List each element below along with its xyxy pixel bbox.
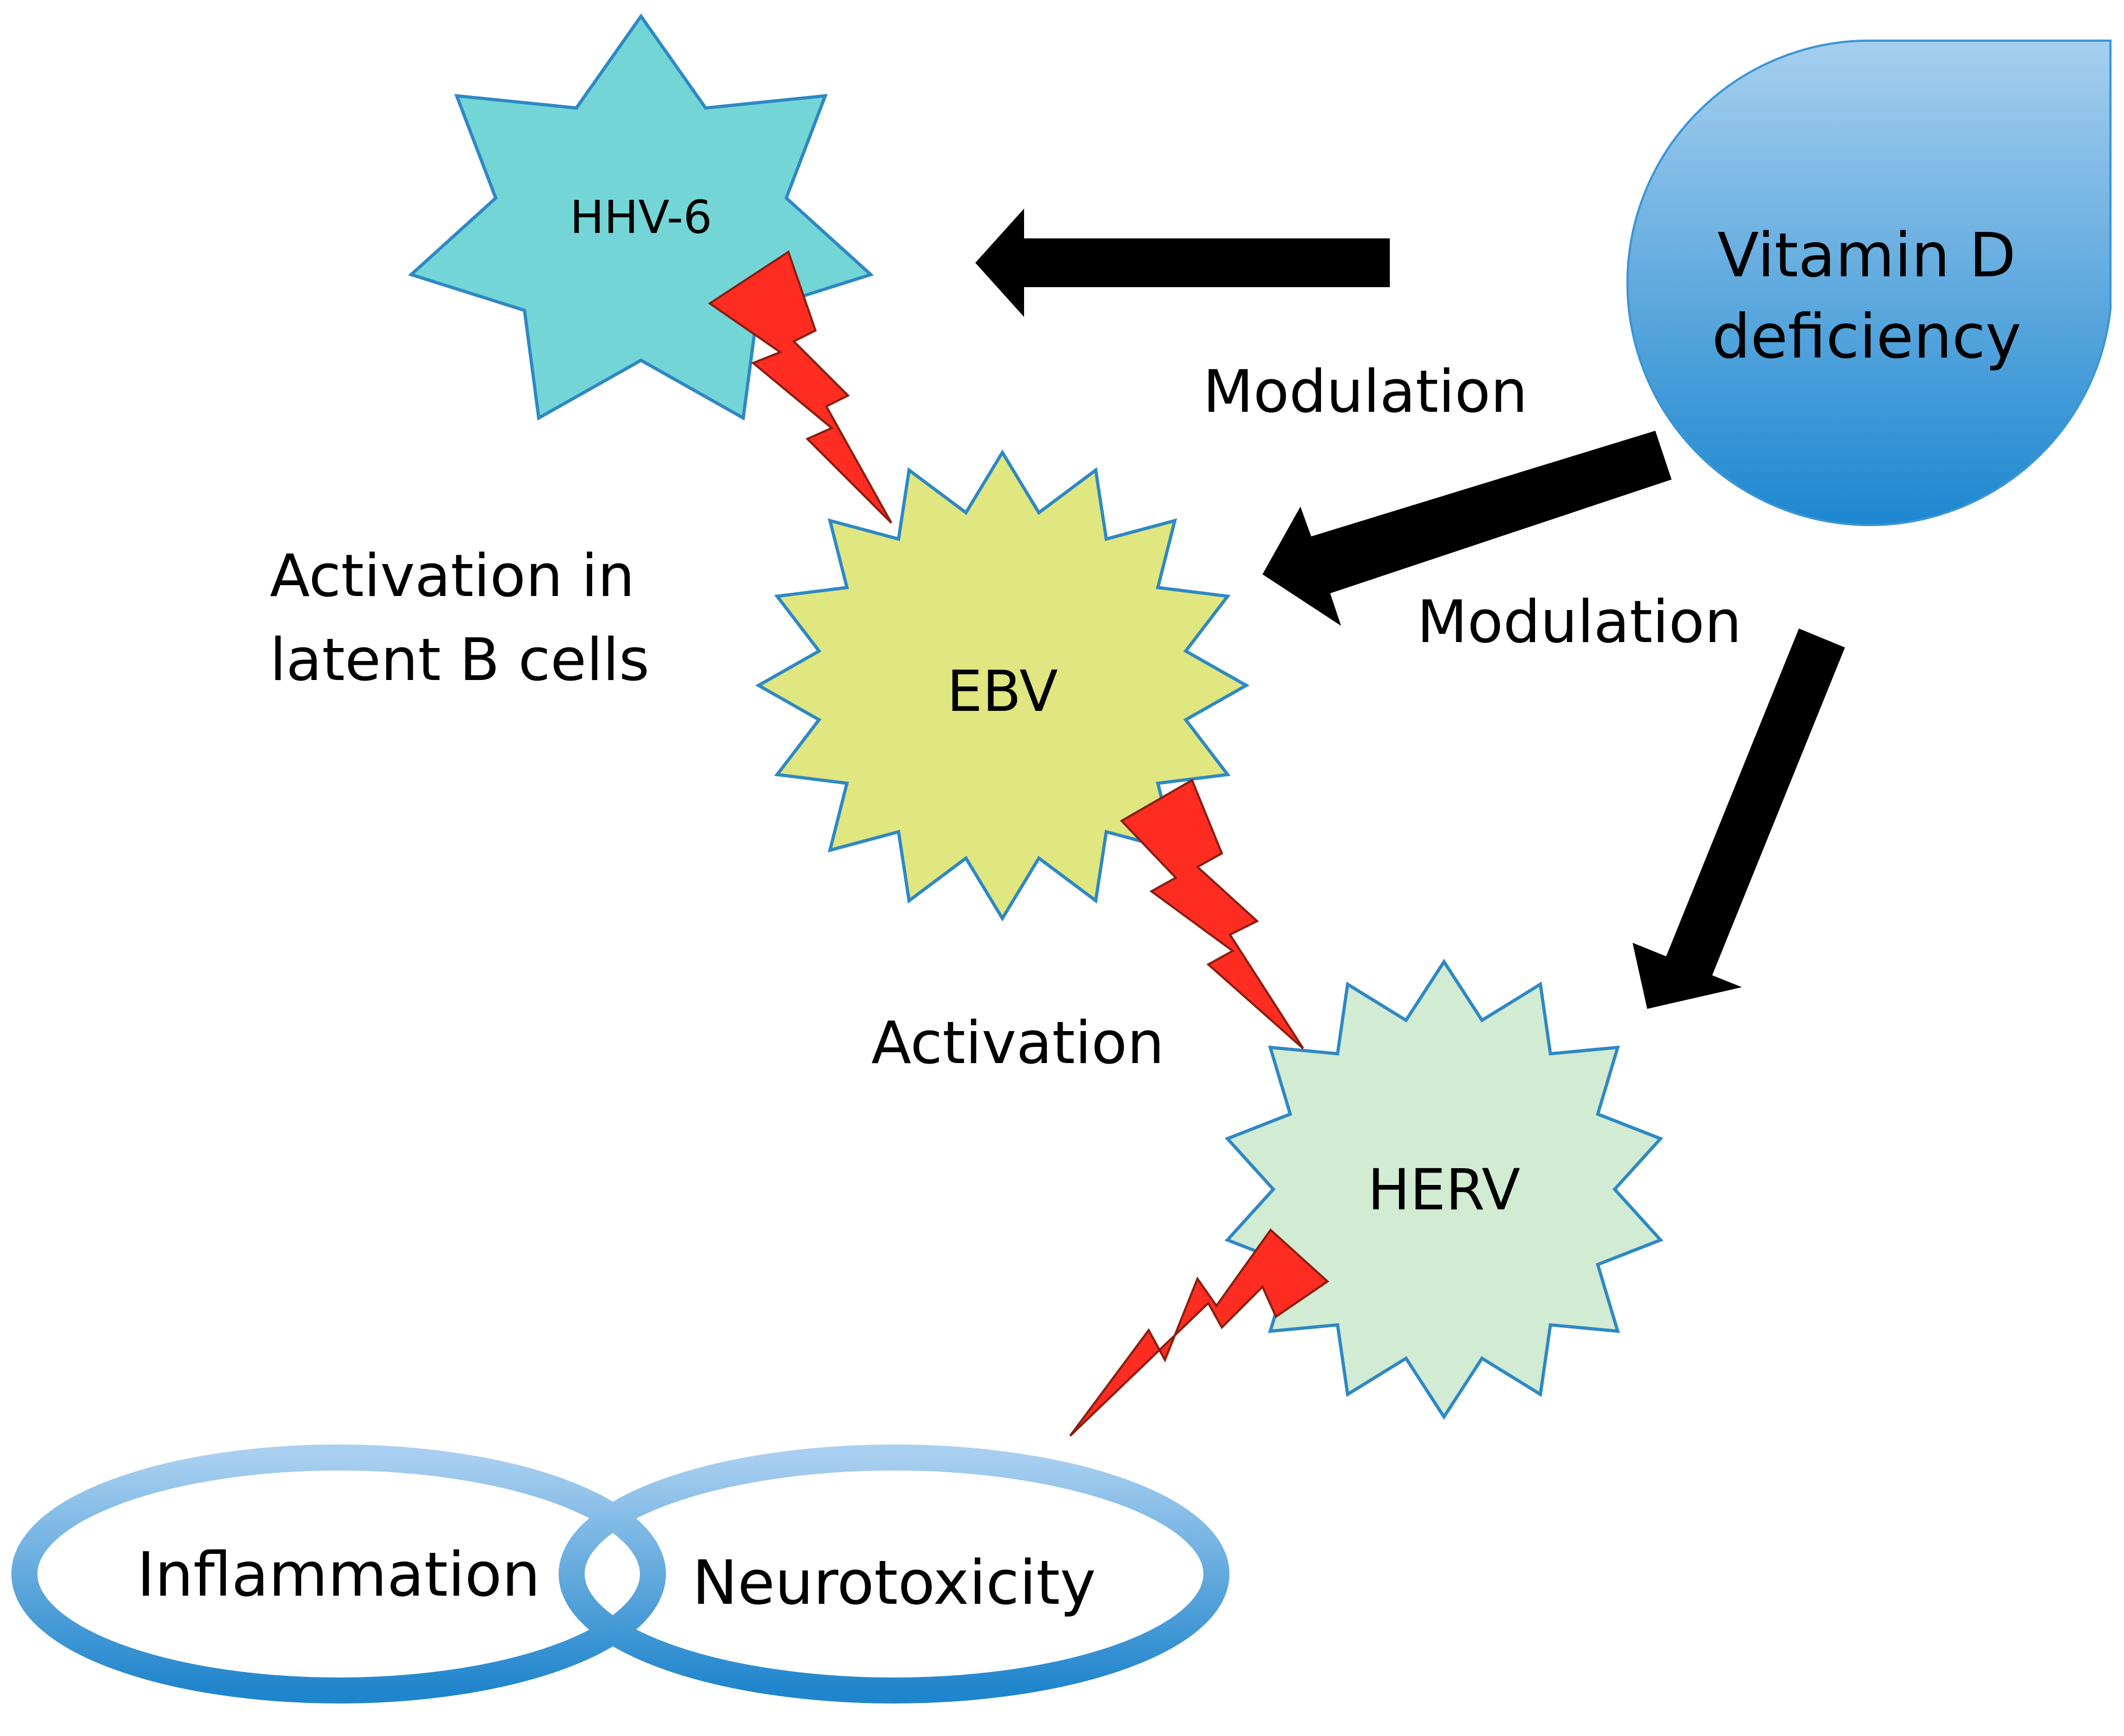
ebv-node: EBV bbox=[755, 449, 1250, 922]
modulation-label-mid: Modulation bbox=[1417, 588, 1741, 656]
arrow-to-ebv bbox=[1262, 431, 1672, 626]
arrow-to-herv bbox=[1633, 629, 1845, 1009]
modulation-label-top: Modulation bbox=[1203, 358, 1527, 426]
vitamin-d-label-line2: deficiency bbox=[1712, 302, 2022, 372]
arrow-to-hhv6 bbox=[975, 209, 1390, 317]
activation-label: Activation bbox=[871, 1009, 1164, 1077]
relationship-labels: Modulation Modulation Activation in late… bbox=[270, 358, 1741, 1077]
activation-latent-label-line2: latent B cells bbox=[270, 626, 650, 694]
activation-bolts bbox=[708, 250, 1330, 1437]
inflammation-ring bbox=[11, 1444, 666, 1703]
neurotoxicity-label: Neurotoxicity bbox=[692, 1548, 1096, 1618]
modulation-arrows bbox=[975, 209, 1845, 1009]
activation-latent-label-line1: Activation in bbox=[270, 542, 634, 610]
inflammation-label: Inflammation bbox=[137, 1540, 541, 1610]
neurotoxicity-ring bbox=[559, 1444, 1229, 1703]
vitamin-d-teardrop bbox=[1626, 39, 2112, 526]
lightning-ebv-to-herv bbox=[1119, 779, 1304, 1050]
herv-star-shape bbox=[1225, 958, 1663, 1420]
ebv-label: EBV bbox=[947, 658, 1058, 724]
herv-node: HERV bbox=[1225, 958, 1663, 1420]
lightning-herv-to-outcomes bbox=[1069, 1228, 1330, 1437]
lightning-hhv6-to-ebv bbox=[708, 250, 892, 524]
hhv6-label: HHV-6 bbox=[570, 191, 713, 244]
outcome-rings: Inflammation Neurotoxicity bbox=[11, 1444, 1229, 1703]
ebv-star-shape bbox=[755, 449, 1250, 922]
vitamin-d-label-line1: Vitamin D bbox=[1718, 221, 2016, 291]
vitamin-d-node: Vitamin D deficiency bbox=[1626, 39, 2112, 526]
herv-label: HERV bbox=[1368, 1157, 1520, 1223]
